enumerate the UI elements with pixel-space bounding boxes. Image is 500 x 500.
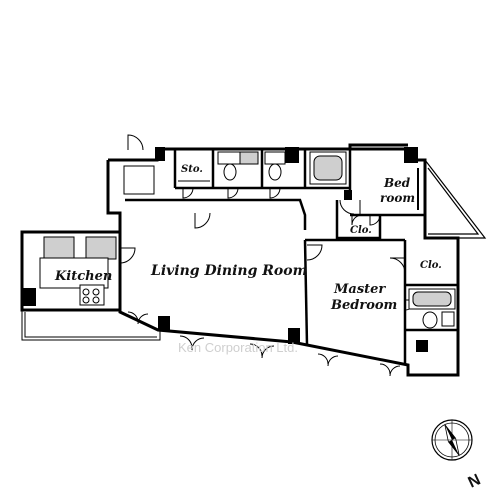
- kitchen-wall: [20, 230, 120, 312]
- south-windows: [127, 311, 401, 377]
- balcony-left: [21, 310, 161, 341]
- partitions: [118, 149, 458, 365]
- compass-north-label: N: [466, 471, 484, 491]
- room-label-master-line1: Master: [333, 282, 386, 297]
- room-label-closet-right: Clo.: [420, 260, 442, 271]
- fixtures: [39, 151, 456, 329]
- balcony-right: [424, 159, 487, 239]
- room-label-living-dining: Living Dining Room: [150, 263, 307, 279]
- watermark: Ken Corporation Ltd.: [178, 340, 298, 355]
- upper-wall: [157, 143, 408, 151]
- room-label-master-line2: Bedroom: [330, 298, 397, 313]
- doors: [119, 134, 416, 311]
- room-label-storage: Sto.: [181, 164, 203, 175]
- room-label-bedroom-line1: Bed: [383, 176, 411, 190]
- room-label-kitchen: Kitchen: [54, 269, 112, 284]
- room-label-bedroom-line2: room: [380, 191, 415, 205]
- room-label-closet-center: Clo.: [350, 225, 372, 236]
- compass-icon: [431, 419, 473, 461]
- columns: [22, 147, 428, 352]
